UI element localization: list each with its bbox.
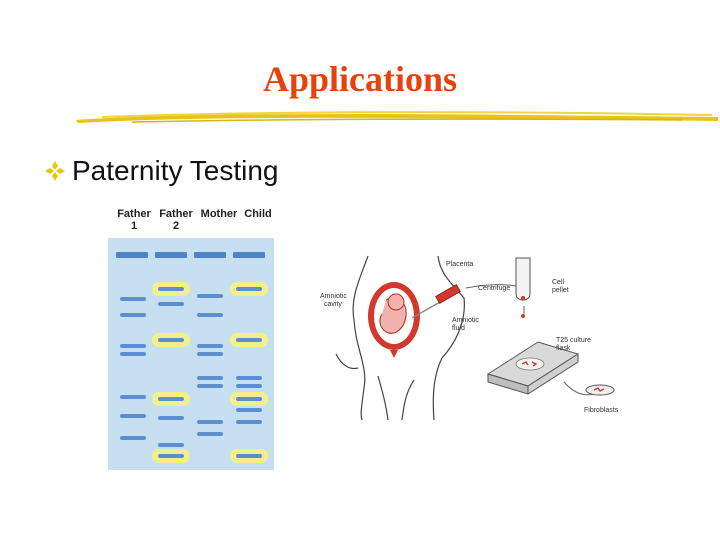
gel-band-highlights (152, 282, 268, 463)
amniocentesis-diagram: Placenta Amniotic cavity Centrifuge Cell… (320, 255, 619, 421)
label-culture-flask-1: T25 culture (556, 337, 591, 344)
label-placenta: Placenta (446, 261, 473, 268)
bullet-item: Paternity Testing (44, 155, 279, 187)
lane-label-child: Child (244, 208, 272, 220)
body-outline (335, 255, 465, 421)
label-amniotic-cavity-2: cavity (324, 301, 342, 308)
syringe (411, 283, 461, 319)
culture-flask (486, 341, 580, 395)
centrifuge-tube (515, 257, 531, 318)
diamond-bullet-icon (45, 161, 65, 181)
gel-bands (120, 287, 262, 458)
uterus (368, 282, 420, 358)
lane-label-mother: Mother (200, 208, 238, 220)
label-cell-pellet-1: Cell (552, 279, 565, 286)
gel-wells (116, 252, 265, 258)
label-culture-flask-2: flask (556, 345, 571, 352)
label-fibroblasts: Fibroblasts (584, 407, 619, 414)
bullet-text: Paternity Testing (72, 155, 279, 186)
label-centrifuge: Centrifuge (478, 285, 510, 292)
slide-title: Applications (262, 59, 458, 99)
label-amniotic-fluid-1: Amniotic (452, 317, 479, 324)
label-cell-pellet-2: pellet (552, 287, 569, 294)
label-amniotic-fluid-2: fluid (452, 325, 465, 332)
title-underline (76, 111, 718, 123)
fibroblast-dish (585, 384, 615, 396)
dna-gel-image (108, 238, 274, 470)
label-amniotic-cavity-1: Amniotic (320, 293, 347, 300)
